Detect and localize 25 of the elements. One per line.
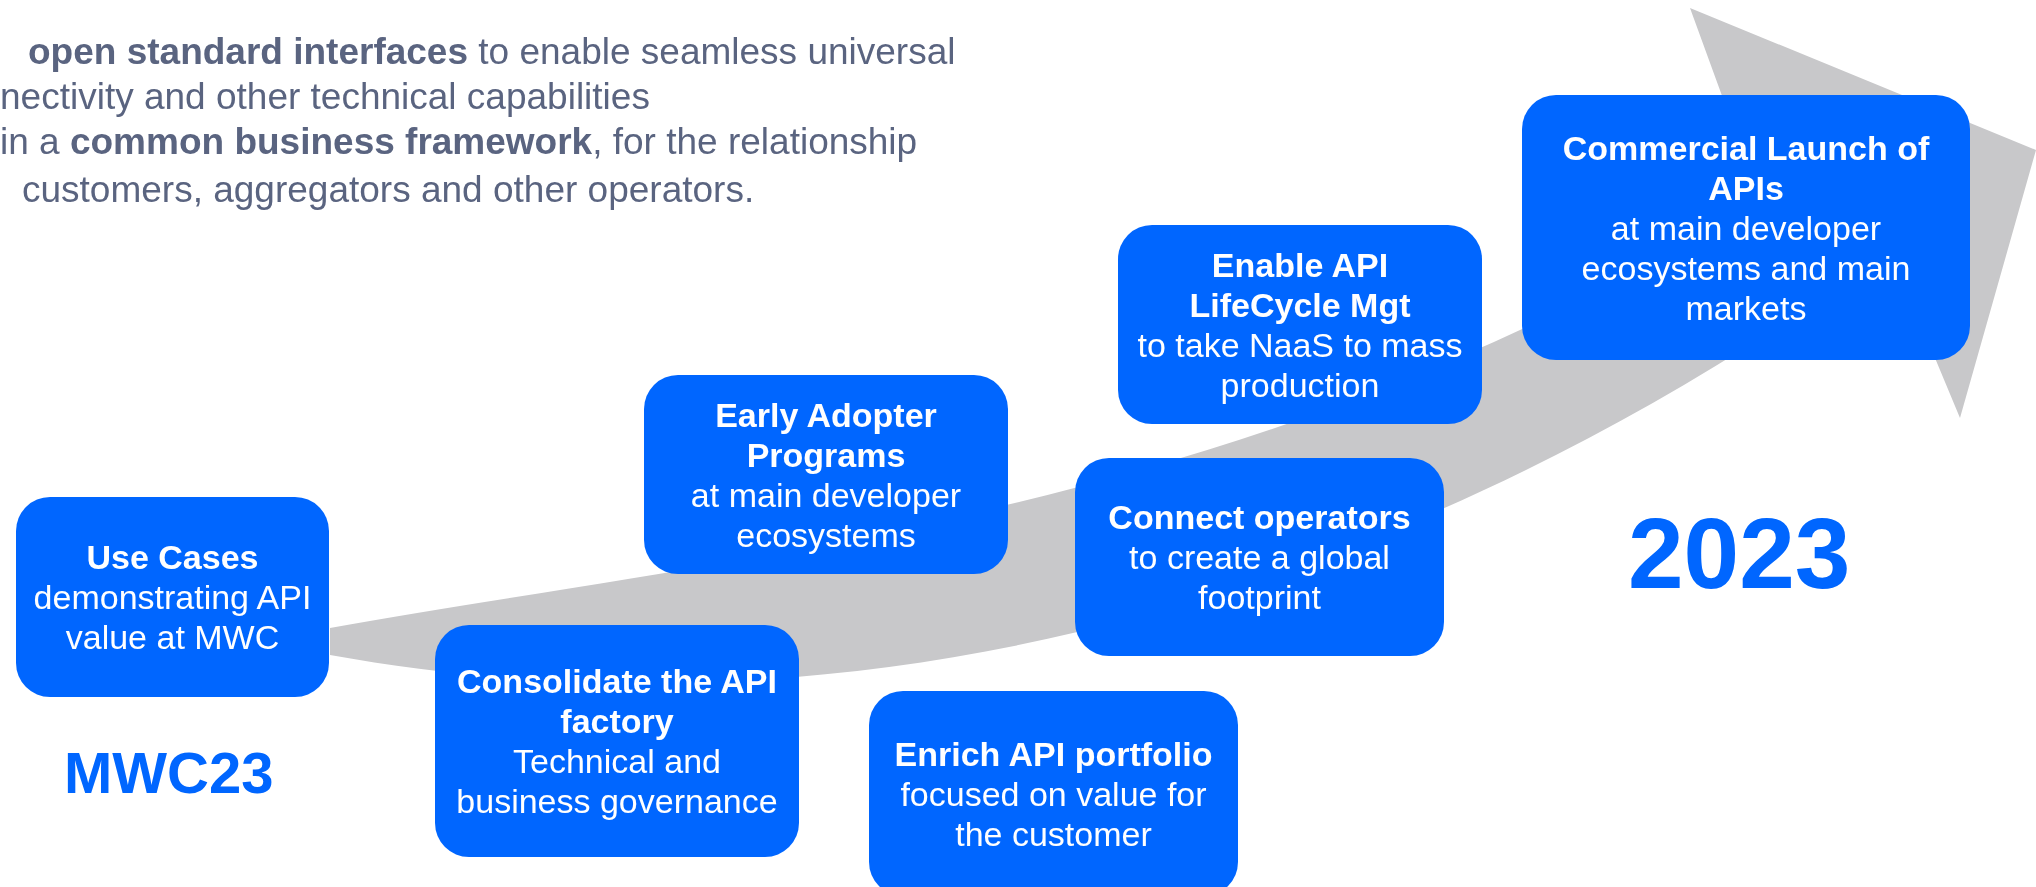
milestone-heading: Connect operators — [1108, 497, 1411, 537]
milestone-box — [1075, 458, 1444, 656]
year-label: 2023 — [1628, 496, 1851, 611]
milestone-box — [16, 497, 329, 697]
milestone-description: Technical and business governance — [455, 741, 779, 821]
milestone-heading: Enable API LifeCycle Mgt — [1188, 244, 1412, 325]
milestone-box — [435, 625, 799, 857]
milestone-box — [1118, 225, 1482, 424]
milestone-box — [1522, 95, 1970, 360]
milestone-box — [869, 691, 1238, 887]
milestone-heading: Consolidate the API factory — [456, 661, 778, 741]
body-text: nectivity and other technical capabilities — [0, 75, 650, 119]
milestone-description: to create a global footprint — [1128, 537, 1391, 617]
body-text: open standard interfaces to enable seamless universal — [28, 30, 956, 74]
milestone-label: MWC23 — [64, 740, 274, 807]
milestone-heading: Enrich API portfolio — [894, 733, 1213, 774]
milestone-description: at main developer ecosystems — [689, 474, 963, 555]
body-text: customers, aggregators and other operators. — [22, 168, 755, 212]
milestone-description: at main developer ecosystems and main markets — [1580, 207, 1912, 328]
milestone-box — [644, 375, 1008, 574]
milestone-description: demonstrating API value at MWC — [32, 577, 313, 657]
milestone-description: to take NaaS to mass production — [1136, 324, 1464, 405]
milestone-description: focused on value for the customer — [899, 773, 1208, 854]
body-text: in a common business framework, for the relationship — [0, 120, 918, 164]
milestone-heading: Use Cases — [86, 537, 259, 577]
